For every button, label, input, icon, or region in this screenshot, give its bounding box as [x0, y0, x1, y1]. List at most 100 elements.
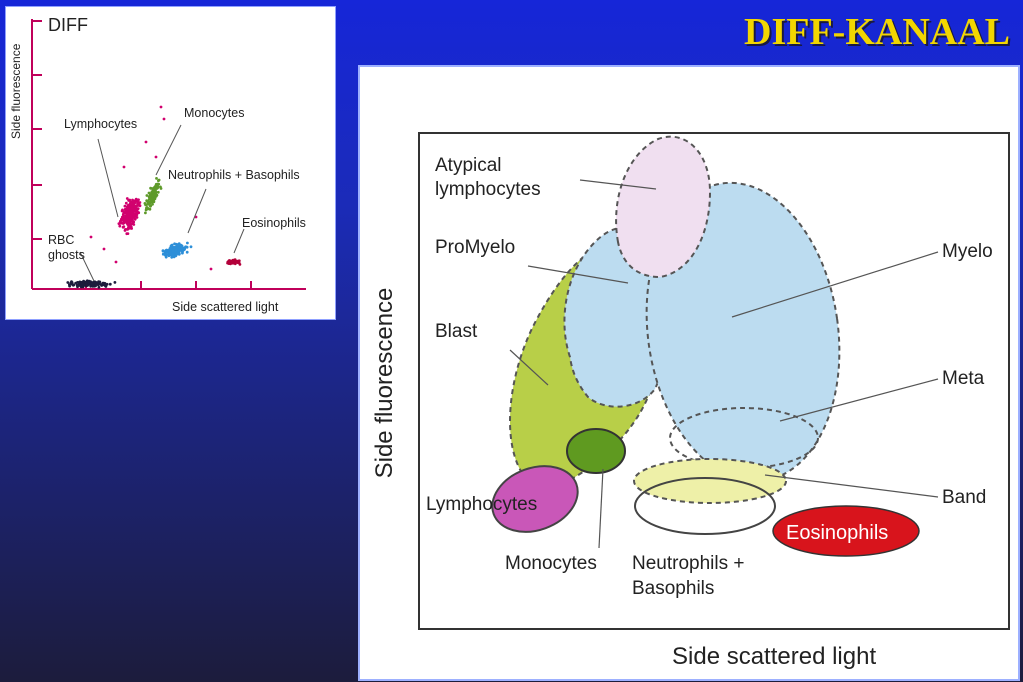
lymphocyte-dot	[132, 207, 135, 210]
outlier-dot	[89, 235, 93, 239]
rbc-dot	[71, 283, 75, 287]
lymphocyte-dot	[131, 210, 135, 214]
neutrophil-dot	[189, 245, 193, 249]
neutrophil-dot	[174, 250, 177, 254]
label-monocytes: Monocytes	[184, 106, 244, 120]
outlier-dot	[159, 105, 163, 109]
scatter-axes	[31, 19, 306, 290]
monocyte-dot	[145, 194, 149, 197]
eosinophil-dot	[238, 263, 242, 266]
monocyte-dot	[155, 177, 158, 180]
neutrophil-dot	[173, 246, 177, 250]
lymphocyte-dot	[120, 209, 124, 213]
eosinophil-dot	[228, 259, 232, 262]
neutrophils-basophils-region	[634, 477, 776, 535]
rbc-dot	[66, 281, 70, 284]
label-atypical-line2: lymphocytes	[435, 179, 541, 200]
lymphocyte-dot	[125, 217, 128, 220]
lymphocyte-dot	[138, 204, 142, 208]
lymphocyte-dot	[122, 225, 126, 229]
eosinophil-dot	[234, 259, 238, 263]
neutrophil-dot	[164, 255, 168, 259]
lymphocyte-dot	[127, 206, 131, 210]
label-lymphocytes: Lymphocytes	[64, 117, 137, 131]
rbc-dot	[68, 284, 71, 288]
lymphocyte-dot	[132, 201, 136, 204]
leader-band	[764, 474, 939, 498]
outlier-dot	[162, 117, 166, 121]
leader-lymphocytes	[97, 138, 119, 218]
lymphocyte-dot	[132, 213, 136, 217]
monocyte-dot	[149, 204, 152, 208]
monocyte-dot	[155, 194, 159, 197]
band-region	[633, 458, 787, 504]
neutrophil-dot	[173, 242, 177, 246]
rbc-dot	[79, 281, 83, 285]
lymphocyte-dot	[118, 224, 122, 228]
lymphocyte-dot	[126, 232, 130, 236]
lymphocyte-dot	[129, 225, 133, 229]
monocyte-dot	[156, 190, 160, 194]
lymphocyte-dot	[123, 204, 127, 208]
monocyte-dot	[144, 211, 147, 215]
lymphocyte-dot	[135, 204, 139, 208]
neutrophil-dot	[180, 245, 184, 249]
plot-frame	[418, 132, 1010, 630]
label-lymphocytes: Lymphocytes	[426, 494, 537, 515]
neutrophil-dot	[186, 241, 189, 245]
scatter-ylabel: Side fluorescence	[9, 43, 23, 139]
label-rbc: RBC	[48, 233, 74, 247]
label-atypical-line1: Atypical	[435, 155, 502, 176]
lymphocyte-dot	[125, 197, 129, 200]
rbc-dot	[102, 283, 106, 287]
diagram-ylabel: Side fluorescence	[371, 288, 398, 479]
leader-monocytes	[155, 124, 182, 176]
outlier-dot	[102, 247, 106, 251]
lymphocyte-dot	[138, 201, 142, 204]
lymphocyte-dot	[125, 221, 129, 225]
rbc-dot	[93, 281, 97, 285]
monocyte-dot	[157, 178, 161, 182]
label-ghosts: ghosts	[48, 248, 85, 262]
leader-meta	[779, 378, 939, 422]
leader-myelo	[731, 251, 939, 318]
lymphocyte-dot	[129, 200, 132, 204]
lymphocytes-region	[491, 465, 579, 533]
lymphocyte-dot	[132, 223, 136, 226]
myelo-region	[645, 181, 841, 483]
label-eosinophils: Eosinophils	[786, 522, 888, 544]
label-neutrophils-line2: Basophils	[632, 578, 714, 599]
lymphocyte-dot	[121, 217, 124, 221]
label-meta: Meta	[942, 368, 985, 389]
lymphocyte-dot	[135, 216, 139, 219]
lymphocyte-dot	[129, 223, 133, 226]
monocyte-dot	[152, 200, 156, 204]
cell-population-diagram: Atypical lymphocytes ProMyelo Blast Lymp…	[371, 132, 1010, 670]
lymphocyte-dot	[131, 219, 135, 223]
outlier-dot	[209, 267, 213, 271]
rbc-dot	[91, 284, 95, 288]
label-promyelo: ProMyelo	[435, 237, 515, 258]
atypical-lymphocytes-region	[615, 135, 712, 279]
neutrophil-dot	[169, 244, 173, 248]
lymphocyte-dot	[136, 199, 140, 203]
monocyte-dot	[143, 202, 147, 205]
label-blast: Blast	[435, 321, 478, 342]
neutrophil-dot	[174, 253, 177, 257]
lymphocyte-dot	[124, 201, 128, 205]
monocyte-dot	[154, 184, 158, 187]
label-neutrophils-basophils: Neutrophils + Basophils	[168, 168, 300, 182]
rbc-dot	[74, 281, 78, 285]
rbc-dot	[89, 284, 93, 288]
outlier-dot	[154, 155, 158, 159]
diff-scatterplot-panel: DIFF Side fluorescence Side scattered li…	[5, 6, 336, 320]
label-myelo: Myelo	[942, 241, 993, 262]
lymphocyte-dot	[126, 212, 130, 215]
neutrophil-dot	[184, 245, 188, 249]
monocyte-dot	[159, 187, 163, 190]
scatter-leader-lines	[79, 124, 245, 282]
rbc-dot	[113, 281, 117, 284]
monocyte-dot	[154, 190, 157, 194]
outlier-dot	[114, 260, 118, 264]
neutrophil-dot	[185, 250, 189, 254]
